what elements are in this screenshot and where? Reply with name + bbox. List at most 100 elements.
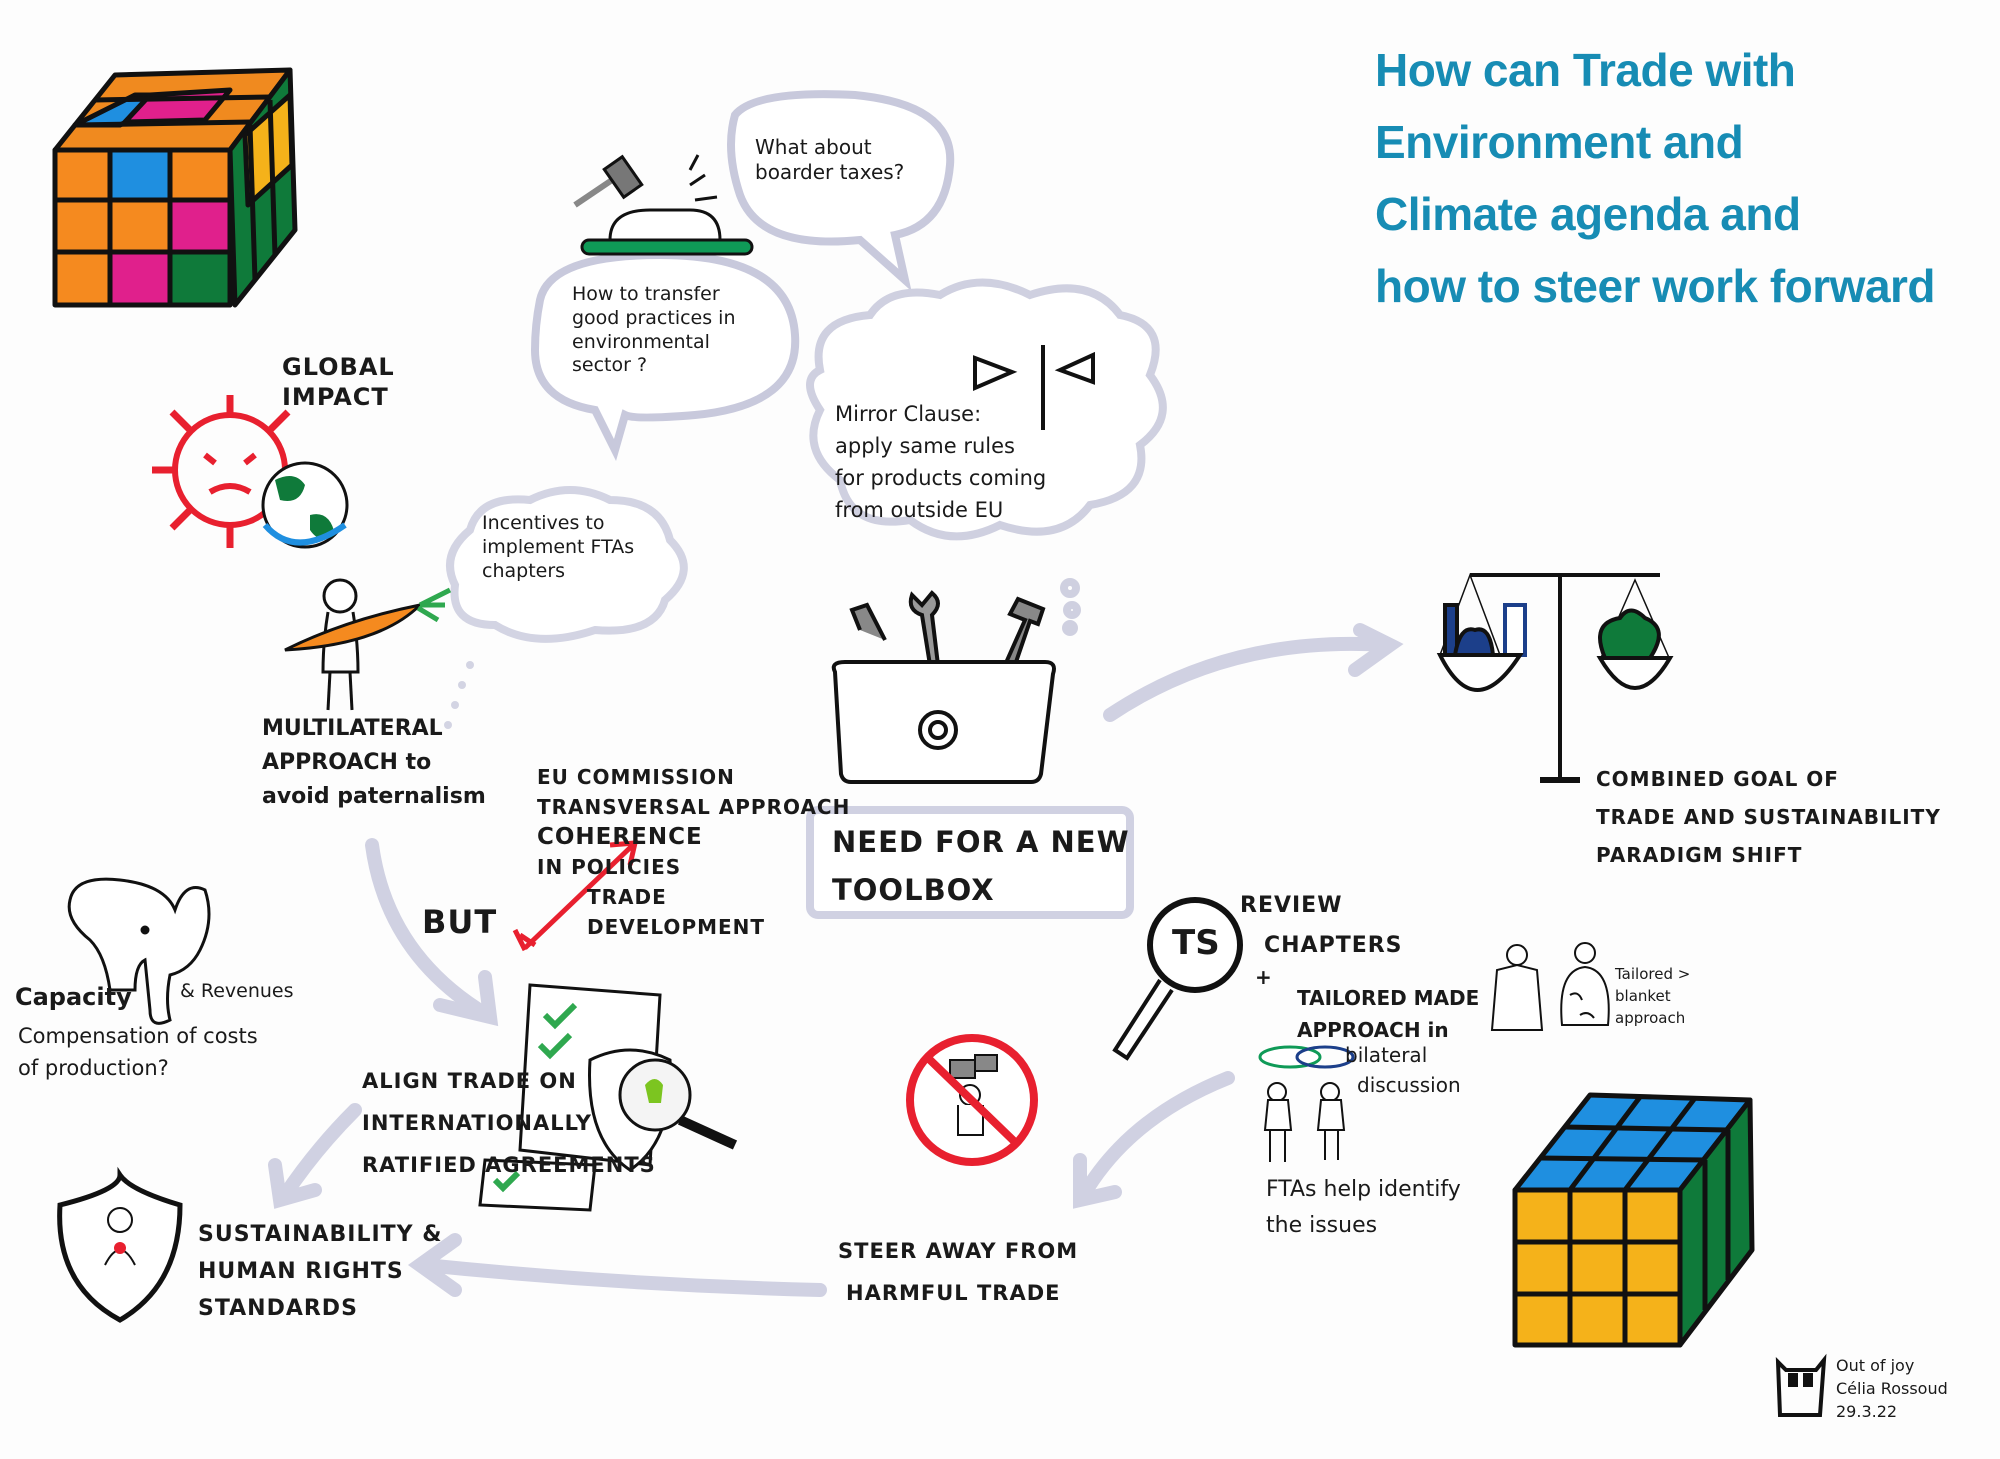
multilateral-text: MULTILATERAL APPROACH to avoid paternalism: [262, 712, 486, 814]
elephant-icon: [67, 877, 211, 1025]
text-line: GLOBAL: [282, 353, 395, 381]
arrow-tailored-to-steer: [1076, 1071, 1235, 1203]
suit-figures-icon: [1490, 942, 1610, 1031]
text-line: for products coming: [835, 466, 1047, 490]
agreements-document-icon: [478, 983, 738, 1212]
chapters-label: CHAPTERS: [1264, 933, 1403, 958]
text-line: TOOLBOX: [832, 873, 995, 907]
text-line: EU COMMISSION: [537, 765, 735, 789]
review-label: REVIEW: [1240, 893, 1343, 918]
rubiks-cube-top-left-icon: [52, 67, 298, 308]
arrow-steer-to-standards: [418, 1258, 827, 1297]
title-line: Climate agenda and: [1375, 188, 1801, 240]
text-line: MULTILATERAL: [262, 716, 443, 741]
text-line: Célia Rossoud: [1836, 1379, 1948, 1398]
text-line: apply same rules: [835, 434, 1015, 458]
text-line: chapters: [482, 559, 566, 582]
text-line: the issues: [1266, 1213, 1378, 1238]
shield-icon: [57, 1166, 183, 1323]
mirror-flags-icon: [973, 345, 1095, 430]
text-line: avoid paternalism: [262, 784, 486, 809]
title-line: Environment and: [1375, 116, 1744, 168]
text-line: approach: [1615, 1009, 1686, 1027]
text-line: IMPACT: [282, 383, 389, 411]
text-line: blanket: [1615, 987, 1671, 1005]
text-line: Compensation of costs: [18, 1024, 258, 1048]
balance-scale-icon: [1436, 572, 1674, 783]
title-line: how to steer work forward: [1375, 260, 1936, 312]
tailored-approach-text: TAILORED MADE APPROACH in: [1297, 982, 1479, 1046]
text-line: ALIGN TRADE ON: [362, 1069, 577, 1093]
text-line: IN POLICIES: [537, 855, 682, 879]
text-line: bilateral: [1345, 1043, 1428, 1067]
two-people-discussion-icon: [1258, 1045, 1355, 1162]
need-new-toolbox-label: NEED FOR A NEW TOOLBOX: [832, 818, 1130, 914]
text-line: boarder taxes?: [755, 160, 905, 184]
text-line: COHERENCE: [537, 824, 703, 850]
text-line: STANDARDS: [198, 1296, 358, 1321]
speech-bubble-border-taxes: [727, 90, 955, 292]
text-line: TRADE AND SUSTAINABILITY: [1596, 805, 1941, 829]
flow-arrows: [268, 623, 1404, 1297]
text-line: discussion: [1357, 1073, 1461, 1097]
text-line: APPROACH to: [262, 750, 432, 775]
text-line: of production?: [18, 1056, 169, 1080]
gavel-icon: [573, 154, 754, 256]
text-line: environmental: [572, 330, 710, 353]
text-line: 29.3.22: [1836, 1402, 1898, 1421]
capacity-label: Capacity: [15, 983, 132, 1011]
bilateral-text: bilateral discussion: [1345, 1040, 1461, 1100]
text-line: SUSTAINABILITY &: [198, 1222, 443, 1247]
text-line: STEER AWAY FROM: [838, 1239, 1079, 1263]
arrow-to-scale: [1103, 636, 1392, 722]
magnifier-icon: [1112, 897, 1243, 1061]
arrow-down-multilateral: [365, 838, 494, 1022]
text-line: good practices in: [572, 306, 736, 329]
text-line: RATIFIED AGREEMENTS: [362, 1153, 656, 1177]
toolbox-icon: [831, 590, 1056, 784]
title-line: How can Trade with: [1375, 44, 1796, 96]
sustainability-standards-text: SUSTAINABILITY & HUMAN RIGHTS STANDARDS: [198, 1216, 442, 1327]
page-title: How can Trade with Environment and Clima…: [1375, 34, 1990, 322]
red-arrow-icon: [512, 840, 639, 952]
arrow-to-sustainability: [278, 1103, 362, 1202]
text-line: Incentives to: [482, 512, 605, 534]
globe-icon: [261, 461, 349, 549]
text-line: NEED FOR A NEW: [832, 825, 1130, 859]
signature-owl-icon: [1775, 1353, 1827, 1417]
rubiks-cube-bottom-right-icon: [1512, 1092, 1755, 1348]
text-line: PARADIGM SHIFT: [1596, 843, 1803, 867]
compensation-text: Compensation of costs of production?: [18, 1020, 258, 1084]
but-label: BUT: [422, 903, 498, 941]
ts-label: TS: [1172, 923, 1220, 963]
toolbox-label-frame: [806, 806, 1134, 919]
person-with-carrot-icon: [284, 578, 452, 711]
text-line: TRANSVERSAL APPROACH: [537, 795, 851, 819]
plus-label: +: [1255, 965, 1272, 989]
revenues-label: & Revenues: [180, 980, 294, 1002]
text-line: HUMAN RIGHTS: [198, 1259, 404, 1284]
align-trade-text: ALIGN TRADE ON INTERNATIONALLY RATIFIED AG…: [362, 1060, 656, 1186]
text-line: What about: [755, 135, 872, 159]
text-line: TRADE: [587, 885, 667, 909]
text-line: APPROACH in: [1297, 1018, 1449, 1042]
text-line: from outside EU: [835, 498, 1004, 522]
text-line: Out of joy: [1836, 1356, 1915, 1375]
steer-away-text: STEER AWAY FROM HARMFUL TRADE: [838, 1230, 1078, 1314]
eu-commission-text: EU COMMISSION TRANSVERSAL APPROACH COHERE…: [537, 762, 850, 942]
text-line: TAILORED MADE: [1297, 986, 1480, 1010]
thought-cloud-mirror-clause: [806, 278, 1167, 636]
text-line: HARMFUL TRADE: [846, 1281, 1061, 1305]
text-line: INTERNATIONALLY: [362, 1111, 592, 1135]
thought-cloud-incentives: [444, 486, 688, 729]
